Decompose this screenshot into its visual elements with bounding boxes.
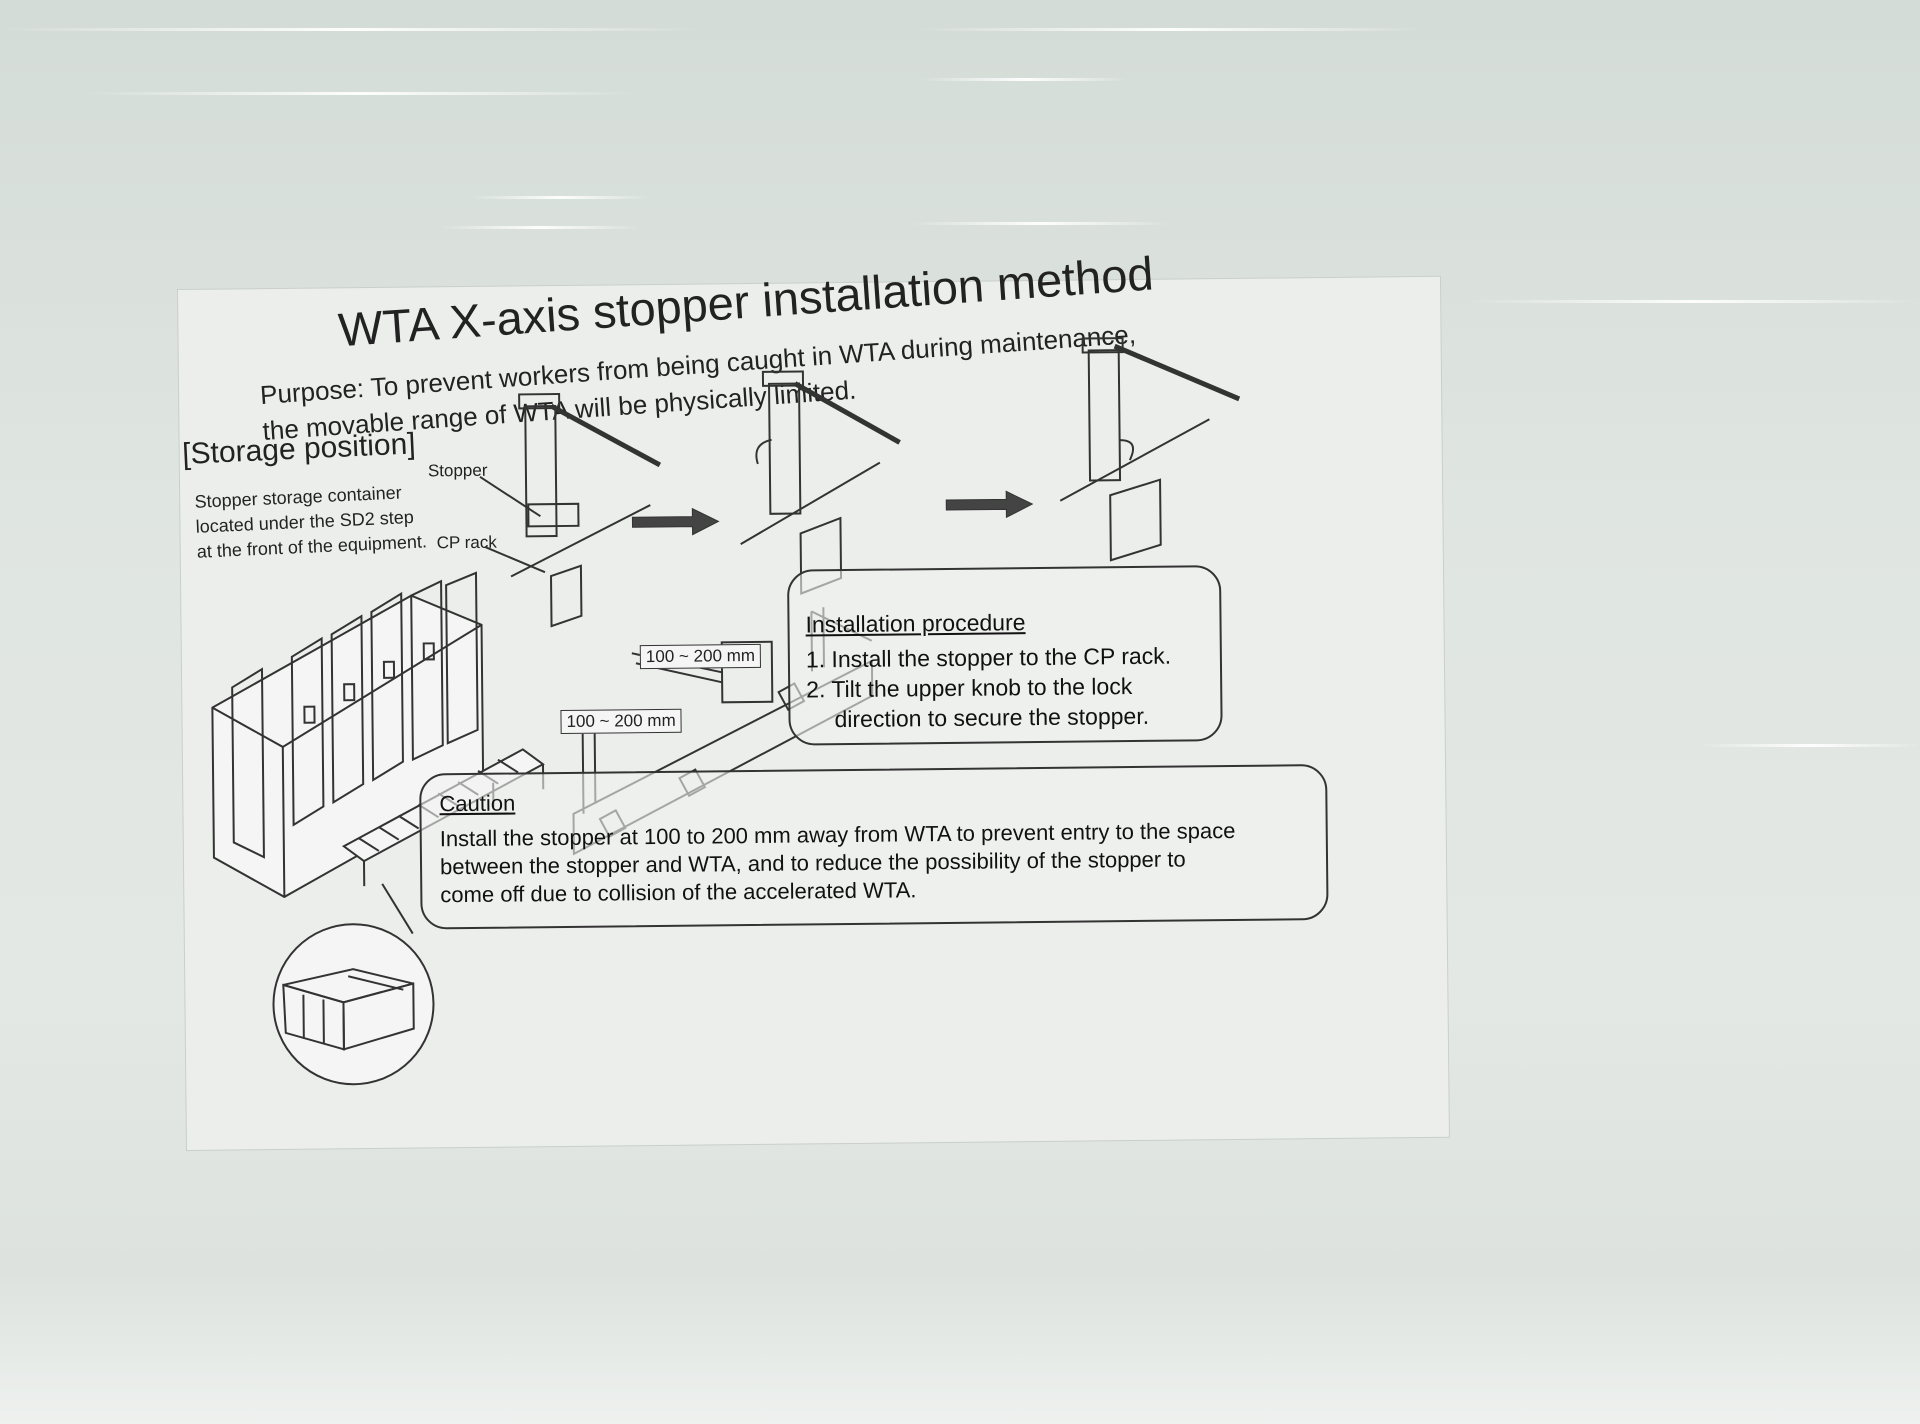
storage-heading: [Storage position] xyxy=(181,427,417,471)
installation-heading: Installation procedure xyxy=(805,609,1026,638)
caution-heading: Caution xyxy=(439,790,516,817)
stopper-step-3-illustration xyxy=(1059,337,1241,562)
arrow-2-icon xyxy=(945,490,1034,519)
installation-step-2-cont: direction to secure the stopper. xyxy=(834,702,1150,733)
dimension-lower-label: 100 ~ 200 mm xyxy=(560,708,682,735)
storage-container-magnifier xyxy=(272,883,435,1086)
installation-step-2: 2. Tilt the upper knob to the lock xyxy=(806,673,1133,703)
instruction-sheet: WTA X-axis stopper installation method P… xyxy=(178,246,1449,1150)
board-lower-edge xyxy=(0,1270,1920,1424)
stopper-step-1-illustration xyxy=(479,393,662,628)
arrow-1-icon xyxy=(631,507,720,536)
stopper-step-2-illustration xyxy=(740,370,901,595)
dimension-upper-label: 100 ~ 200 mm xyxy=(639,643,762,670)
installation-step-1: 1. Install the stopper to the CP rack. xyxy=(805,642,1172,673)
storage-description: Stopper storage container located under … xyxy=(194,479,427,564)
installation-procedure-box: Installation procedure 1. Install the st… xyxy=(786,565,1223,746)
caution-box: Caution Install the stopper at 100 to 20… xyxy=(419,763,1329,930)
stopper-label: Stopper xyxy=(427,460,488,481)
